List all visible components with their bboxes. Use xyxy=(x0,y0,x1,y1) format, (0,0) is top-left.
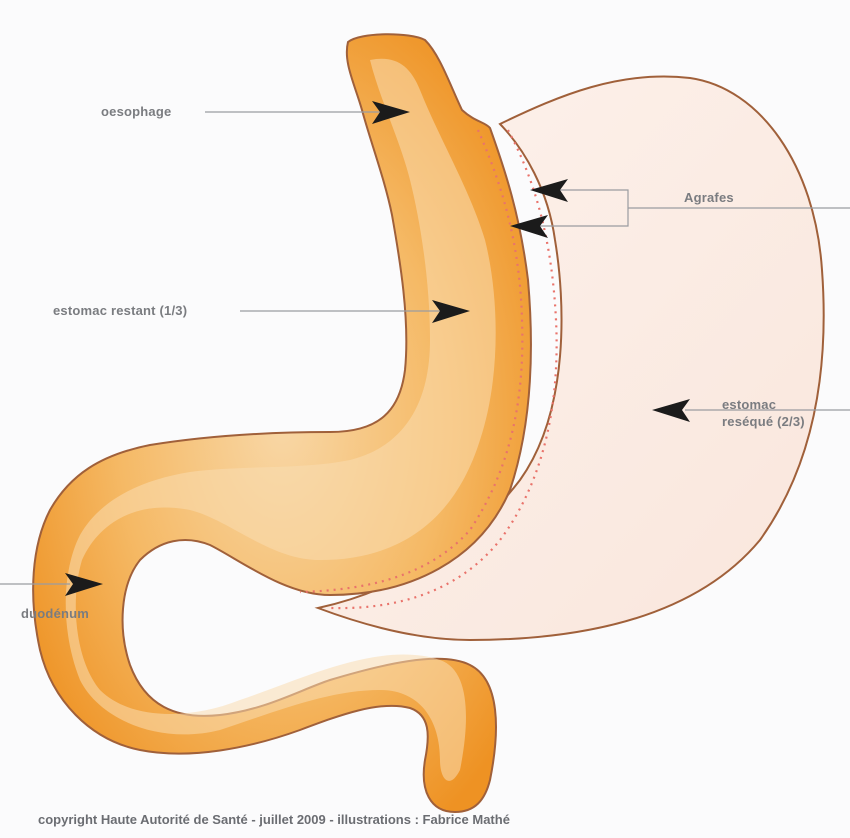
label-estomac-reseque-line1: estomac xyxy=(722,397,776,412)
label-oesophage: oesophage xyxy=(101,104,171,119)
copyright-footer: copyright Haute Autorité de Santé - juil… xyxy=(38,812,510,827)
label-estomac-restant: estomac restant (1/3) xyxy=(53,303,187,318)
label-estomac-reseque-line2: reséqué (2/3) xyxy=(722,414,805,429)
label-duodenum: duodénum xyxy=(21,606,89,621)
label-agrafes: Agrafes xyxy=(684,190,734,205)
